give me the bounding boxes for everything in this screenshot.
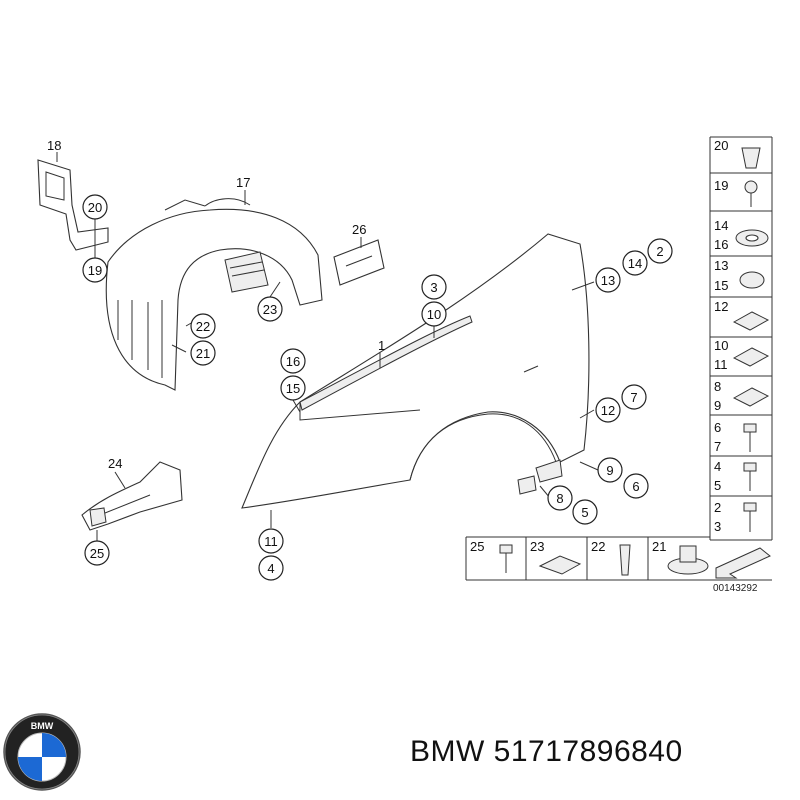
- legend-label-5: 5: [714, 478, 721, 493]
- legend-label-6: 6: [714, 420, 721, 435]
- callout-24: 24: [108, 456, 122, 471]
- legend-label-11: 11: [714, 357, 728, 372]
- bmw-logo-letters: BMW: [31, 721, 54, 731]
- callout-10: 10: [427, 307, 441, 322]
- callout-19: 19: [88, 263, 102, 278]
- callout-4: 4: [267, 561, 274, 576]
- legend-label-4: 4: [714, 459, 721, 474]
- callout-21: 21: [196, 346, 210, 361]
- brand-part-number: BMW 51717896840: [410, 735, 683, 768]
- push-clip-icon: [741, 147, 761, 169]
- callout-15: 15: [286, 381, 300, 396]
- legend-label-10: 10: [714, 338, 728, 353]
- bolt-icon: [499, 544, 513, 554]
- legend-bottom-label-23: 23: [530, 539, 544, 554]
- legend-label-20: 20: [714, 138, 728, 153]
- callout-25: 25: [90, 546, 104, 561]
- bolt-icon: [743, 423, 757, 433]
- front-fender-part-1: [241, 233, 590, 509]
- callout-3: 3: [430, 280, 437, 295]
- legend-bottom-label-22: 22: [591, 539, 605, 554]
- callout-6: 6: [632, 479, 639, 494]
- expansion-rivet-icon: [619, 544, 631, 576]
- clip-plate-part-26: [333, 239, 385, 286]
- diagram-code: 00143292: [713, 583, 758, 594]
- direction-arrow-icon: [715, 547, 771, 579]
- fastener-legend-bottom: 25 23 22 21: [465, 536, 772, 581]
- callout-7: 7: [630, 390, 637, 405]
- fastener-legend-right: 20 19 14 16 13 15 12 10 11 8 9 6 7: [709, 136, 773, 541]
- callout-8: 8: [556, 491, 563, 506]
- callout-17: 17: [236, 175, 250, 190]
- legend-label-2: 2: [714, 500, 721, 515]
- legend-bottom-label-21: 21: [652, 539, 666, 554]
- callout-13: 13: [601, 273, 615, 288]
- bracket-part-24: [81, 461, 183, 531]
- grommet-icon: [739, 271, 765, 289]
- bracket-part-18: [37, 159, 109, 251]
- callout-2: 2: [656, 244, 663, 259]
- legend-label-3: 3: [714, 519, 721, 534]
- bolt-icon: [743, 462, 757, 472]
- legend-label-7: 7: [714, 439, 721, 454]
- clip-nut-icon: [732, 311, 770, 331]
- callout-22: 22: [196, 319, 210, 334]
- callout-9: 9: [606, 463, 613, 478]
- callout-5: 5: [581, 505, 588, 520]
- screw-head-icon: [744, 180, 758, 194]
- callout-12: 12: [601, 403, 615, 418]
- wheel-arch-liner-part-17: [105, 198, 323, 391]
- callout-26: 26: [352, 222, 366, 237]
- legend-bottom-label-25: 25: [470, 539, 484, 554]
- legend-label-16: 16: [714, 237, 728, 252]
- callout-23: 23: [263, 302, 277, 317]
- legend-label-9: 9: [714, 398, 721, 413]
- clip-nut-icon: [732, 347, 770, 367]
- legend-label-13: 13: [714, 258, 728, 273]
- callout-14: 14: [628, 256, 642, 271]
- callout-16: 16: [286, 354, 300, 369]
- clip-nut-icon: [732, 387, 770, 407]
- clip-nut-icon: [538, 555, 582, 575]
- legend-label-14: 14: [714, 218, 728, 233]
- legend-label-12: 12: [714, 299, 728, 314]
- legend-label-8: 8: [714, 379, 721, 394]
- callout-20: 20: [88, 200, 102, 215]
- callout-18: 18: [47, 138, 61, 153]
- bmw-logo: BMW: [3, 713, 81, 791]
- legend-label-15: 15: [714, 278, 728, 293]
- legend-label-19: 19: [714, 178, 728, 193]
- callout-1: 1: [378, 338, 385, 353]
- callout-11: 11: [264, 534, 278, 549]
- bolt-icon: [743, 502, 757, 512]
